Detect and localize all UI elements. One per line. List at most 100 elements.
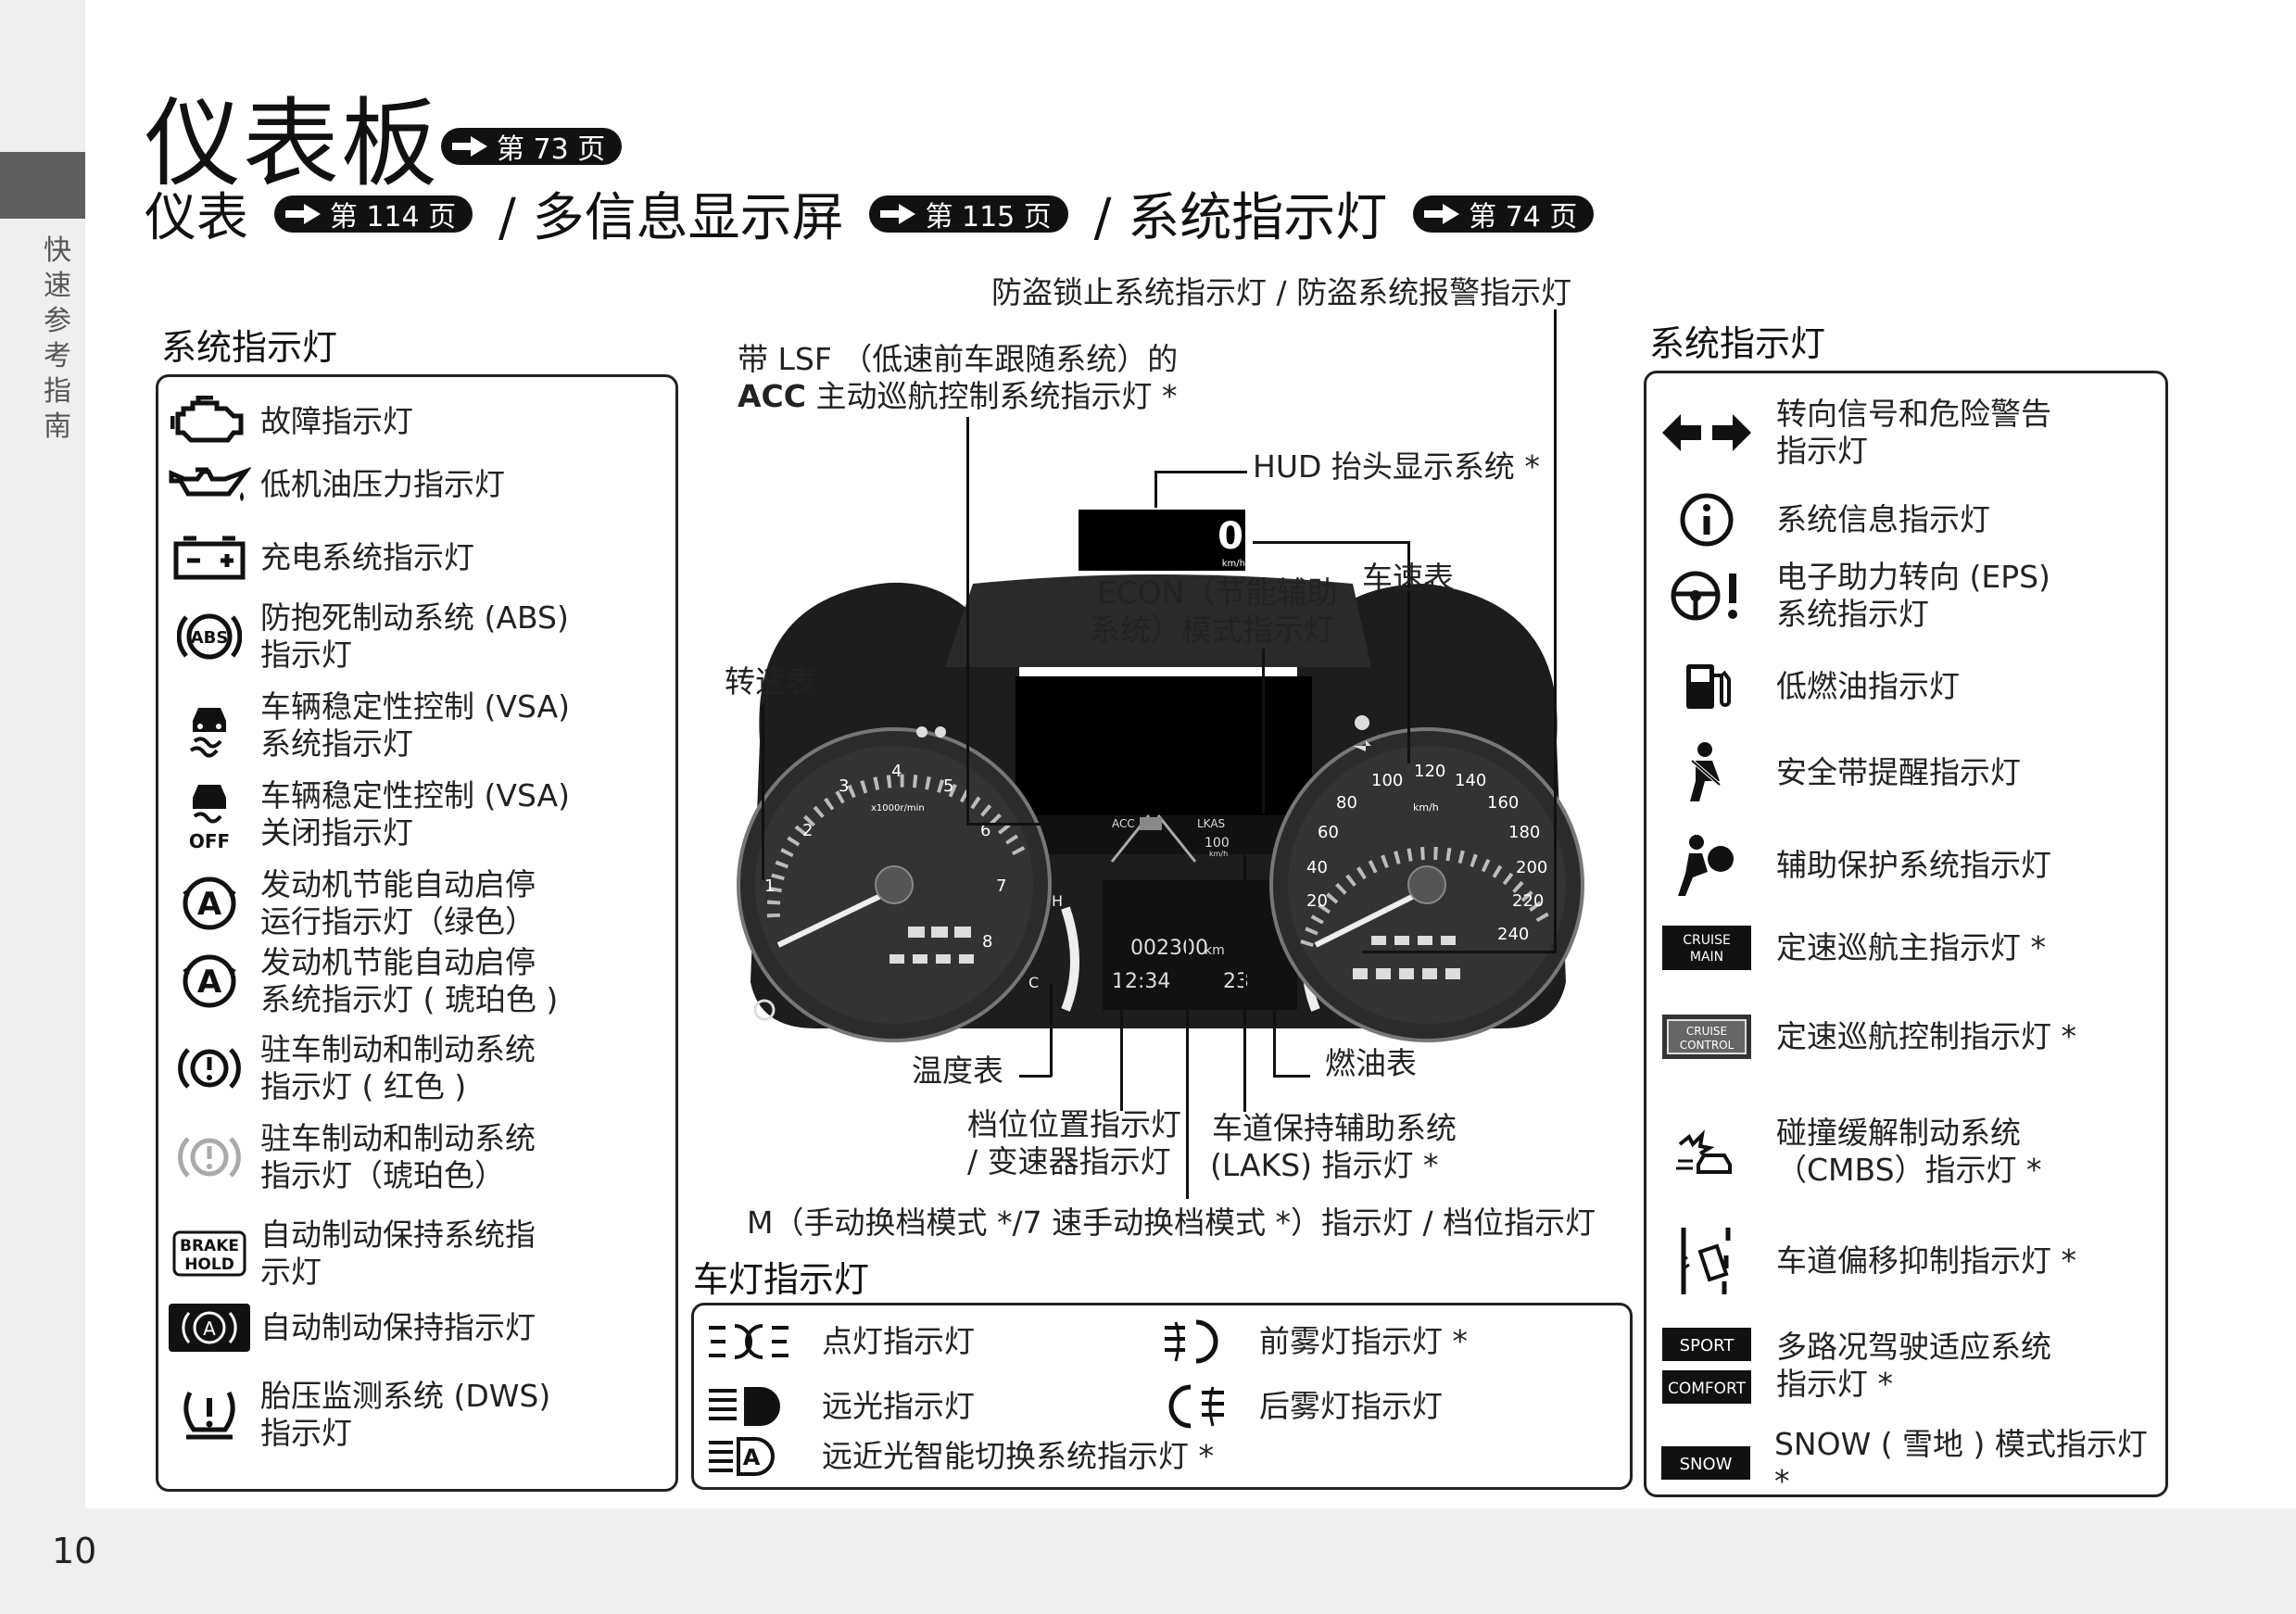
right-item-9: 车道偏移抑制指示灯 *	[1656, 1224, 2076, 1298]
leader-temp-h	[1019, 1075, 1052, 1078]
comfort-badge-icon: COMFORT	[1662, 1370, 1751, 1404]
right-item-text: 辅助保护系统指示灯	[1776, 847, 2051, 883]
side-label: 快速参考指南	[44, 234, 71, 443]
meter-ref-link[interactable]: 第 114 页	[273, 195, 473, 233]
right-item-0: 转向信号和危险警告指示灯	[1656, 396, 2051, 470]
leader-gear-h	[1120, 912, 1157, 914]
cluster-center-unit: km/h	[1209, 850, 1228, 858]
speed-tick: 200	[1516, 858, 1547, 877]
left-item-text: 低机油压力指示灯	[260, 466, 505, 502]
auto-idle-stop-amber-icon: A	[183, 954, 236, 1008]
left-item-1: 低机油压力指示灯	[158, 464, 505, 505]
lights-item-3: 前雾灯指示灯 *	[1163, 1318, 1468, 1365]
callout-gear-2: / 变速器指示灯	[967, 1143, 1171, 1179]
lights-item-text: 后雾灯指示灯	[1259, 1388, 1443, 1424]
tach-tick: 8	[982, 932, 992, 952]
right-indicator-panel: 转向信号和危险警告指示灯 系统信息指示灯 电子助力转向 (EPS)系统指示灯 低…	[1644, 371, 2168, 1499]
leader-speedo	[1407, 541, 1410, 763]
svg-text:A: A	[743, 1444, 761, 1470]
fuel-icon	[1686, 664, 1731, 709]
leader-tach	[762, 704, 764, 880]
right-item-3: 低燃油指示灯	[1656, 659, 1960, 714]
lights-item-0: 点灯指示灯	[707, 1318, 975, 1365]
leader-fuel	[1273, 984, 1276, 1077]
svg-text:SNOW: SNOW	[1680, 1455, 1733, 1474]
mid-ref-text: 第 115 页	[925, 200, 1052, 233]
right-item-text: 电子助力转向 (EPS)系统指示灯	[1776, 559, 2050, 632]
title-ref-text: 第 73 页	[497, 133, 606, 166]
leader-speedo-h	[1253, 541, 1410, 544]
right-item-8: 碰撞缓解制动系统（CMBS）指示灯 *	[1656, 1115, 2042, 1189]
tach-tick: 1	[764, 876, 775, 896]
ind-ref-text: 第 74 页	[1469, 200, 1578, 233]
mid-ref-link[interactable]: 第 115 页	[869, 195, 1068, 233]
vsa-icon	[189, 708, 226, 758]
callout-acc-1: 带 LSF （低速前车跟随系统）的	[738, 341, 1179, 377]
subtitle: 仪表 第 114 页 / 多信息显示屏 第 115 页 / 系统指示灯 第 74…	[145, 176, 1603, 251]
lights-item-2: A 远近光智能切换系统指示灯 *	[707, 1435, 1214, 1478]
left-item-8: 驻车制动和制动系统指示灯 ( 红色 )	[158, 1031, 536, 1105]
right-item-text: 系统信息指示灯	[1776, 501, 1990, 537]
lights-item-text: 点灯指示灯	[822, 1323, 975, 1359]
callout-econ-1: ECON（节能辅助	[1097, 574, 1338, 611]
right-item-text: SNOW ( 雪地 ) 模式指示灯 *	[1773, 1426, 2148, 1499]
left-item-5: OFF 车辆稳定性控制 (VSA)关闭指示灯	[158, 777, 570, 851]
left-item-7: A 发动机节能自动启停系统指示灯 ( 琥珀色 )	[158, 944, 558, 1018]
tach-tick: 6	[980, 821, 990, 840]
speed-tick: 20	[1306, 891, 1328, 911]
svg-text:SPORT: SPORT	[1680, 1336, 1735, 1356]
callout-hud: HUD 抬头显示系统 *	[1253, 448, 1540, 485]
left-item-text: 发动机节能自动启停系统指示灯 ( 琥珀色 )	[260, 944, 559, 1017]
left-item-text: 胎压监测系统 (DWS)指示灯	[260, 1378, 551, 1451]
callout-acc-2a: ACC	[738, 378, 806, 414]
cluster-acc-label: ACC	[1112, 817, 1135, 830]
lights-item-text: 前雾灯指示灯 *	[1259, 1323, 1468, 1359]
callout-acc-2: ACC 主动巡航控制系统指示灯 *	[738, 378, 1177, 415]
lights-item-1: 远光指示灯	[707, 1383, 975, 1430]
tach-tick: 4	[891, 762, 902, 781]
left-item-6: A 发动机节能自动启停运行指示灯（绿色）	[158, 866, 536, 940]
turn-signal-icon	[1662, 414, 1751, 451]
speed-tick: 180	[1508, 823, 1540, 842]
left-indicator-panel: 故障指示灯 低机油压力指示灯 充电系统指示灯 ABS 防抱死制动系统 (ABS)…	[156, 374, 678, 1492]
callout-fuel: 燃油表	[1325, 1045, 1417, 1081]
seatbelt-icon	[1690, 742, 1722, 801]
callout-temp: 温度表	[912, 1053, 1003, 1089]
speed-tick: 140	[1455, 771, 1486, 790]
svg-text:A: A	[197, 886, 222, 923]
subtitle-meter: 仪表	[145, 188, 248, 248]
hud-unit: km/h	[1221, 559, 1245, 569]
callout-tachometer: 转速表	[725, 663, 816, 700]
svg-text:COMFORT: COMFORT	[1668, 1380, 1747, 1398]
cluster-lkas-label: LKAS	[1197, 817, 1225, 830]
speed-tick: 240	[1497, 925, 1529, 944]
left-item-text: 自动制动保持指示灯	[260, 1309, 536, 1345]
oil-pressure-icon	[169, 467, 251, 501]
snow-icon: SNOW	[1660, 1446, 1750, 1480]
arrow-right-icon	[1424, 203, 1460, 224]
title-ref-link[interactable]: 第 73 页	[441, 128, 623, 166]
left-item-text: 故障指示灯	[260, 403, 413, 439]
speed-tick: 160	[1487, 793, 1519, 813]
right-item-1: 系统信息指示灯	[1656, 492, 1990, 548]
left-panel-title: 系统指示灯	[161, 327, 338, 368]
speed-tick: 40	[1306, 858, 1328, 877]
leader-fuel-h	[1273, 1075, 1310, 1078]
auto-high-beam-icon: A	[709, 1437, 775, 1476]
ind-ref-link[interactable]: 第 74 页	[1413, 195, 1595, 233]
leader-acc-h	[966, 823, 1110, 826]
speed-tick: 220	[1512, 891, 1544, 911]
right-item-5: 辅助保护系统指示灯	[1656, 833, 2051, 898]
leader-temp	[1050, 984, 1053, 1077]
left-item-text: 发动机节能自动启停运行指示灯（绿色）	[260, 866, 536, 939]
right-item-text: 车道偏移抑制指示灯 *	[1776, 1242, 2076, 1279]
tpms-icon	[183, 1391, 235, 1440]
tachometer-dial: 1 2 3 4 5 6 7 8 x1000r/min	[737, 727, 1052, 1042]
left-item-3: ABS 防抱死制动系统 (ABS)指示灯	[158, 599, 569, 674]
tach-unit: x1000r/min	[871, 803, 925, 813]
right-item-text: 转向信号和危险警告指示灯	[1776, 396, 2051, 469]
